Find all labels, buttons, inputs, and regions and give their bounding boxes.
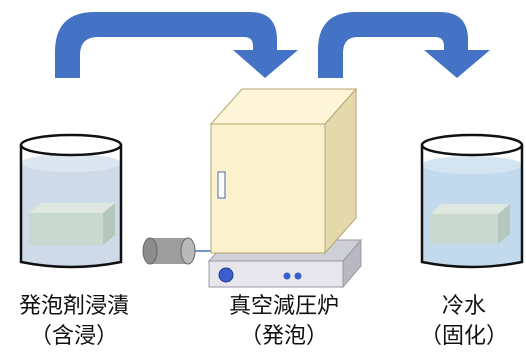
vacuum-oven-icon xyxy=(207,87,363,289)
step-sub: （含浸） xyxy=(29,324,118,349)
step-label-oven: 真空減圧炉 （発泡） xyxy=(214,292,354,352)
step-label-cold-water: 冷水 （固化） xyxy=(404,292,524,352)
step-sub: （固化） xyxy=(419,324,508,349)
arrow-soak-to-oven-icon xyxy=(55,12,298,78)
cold-water-beaker-icon xyxy=(420,133,524,269)
step-name: 冷水 xyxy=(441,294,486,319)
step-sub: （発泡） xyxy=(239,324,328,349)
step-name: 発泡剤浸漬 xyxy=(18,294,129,319)
soak-beaker-icon xyxy=(19,133,123,269)
pump-cylinder-icon xyxy=(142,237,211,265)
arrow-oven-to-water-icon xyxy=(318,12,490,78)
step-name: 真空減圧炉 xyxy=(228,294,339,319)
step-label-soak: 発泡剤浸漬 （含浸） xyxy=(4,292,144,352)
